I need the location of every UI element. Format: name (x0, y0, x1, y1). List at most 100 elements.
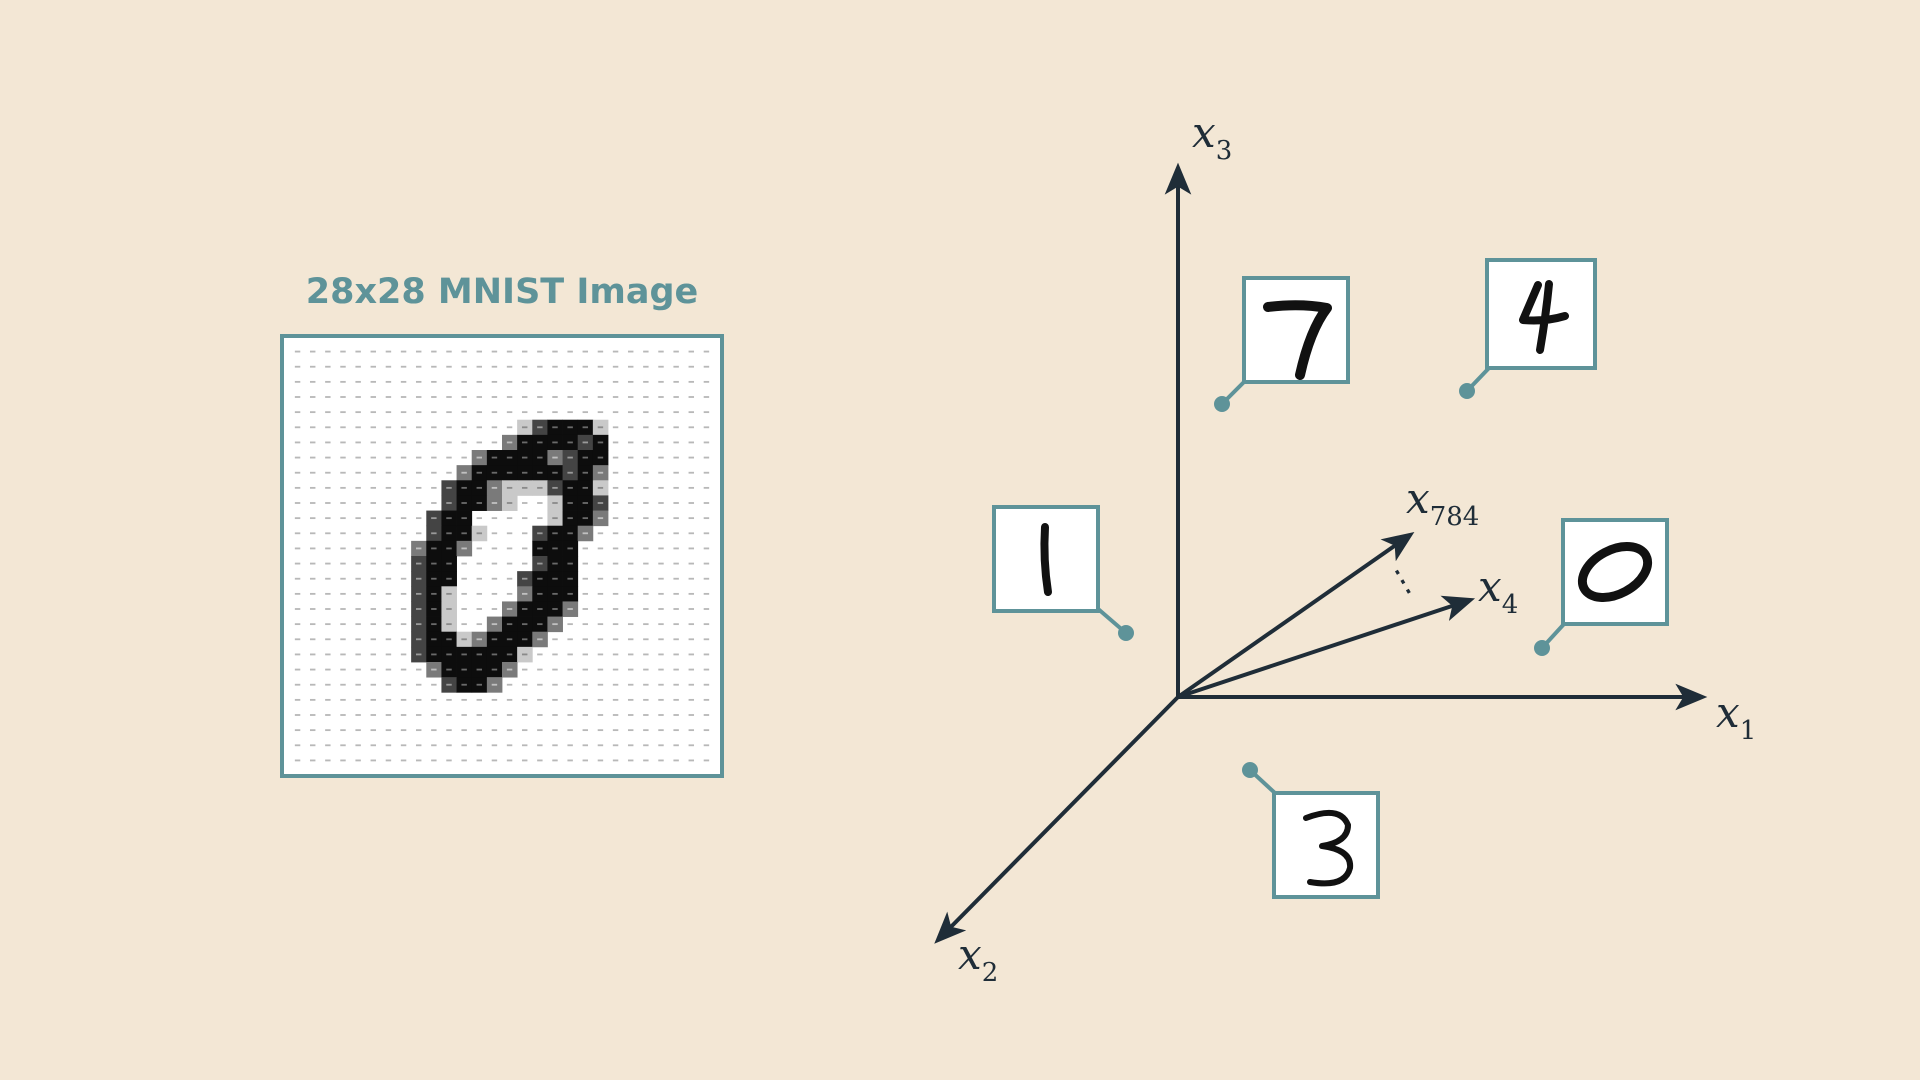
pixel-value-mark (431, 714, 437, 716)
pixel-value-mark (627, 608, 634, 610)
pixel-value-mark (703, 759, 710, 762)
pixel-value-mark (446, 668, 452, 671)
pixel-value-mark (658, 714, 664, 716)
pixel-value-mark (340, 365, 346, 368)
pixel-value-mark (385, 698, 392, 701)
pixel-value-mark (537, 486, 543, 489)
pixel-value-mark (446, 638, 452, 641)
pixel-value-mark (597, 744, 604, 747)
pixel-value-mark (537, 759, 543, 762)
pixel-value-mark (415, 623, 422, 626)
pixel-value-mark (476, 623, 483, 626)
pixel-value-mark (370, 714, 377, 716)
pixel-value-mark (325, 668, 331, 671)
pixel-value-mark (491, 411, 498, 414)
pixel-value-mark (658, 380, 664, 383)
pixel-value-mark (294, 396, 301, 398)
pixel-value-mark (673, 759, 679, 762)
pixel-value-mark (355, 456, 361, 459)
pixel-value-mark (643, 547, 649, 550)
pixel-value-mark (552, 623, 558, 626)
pixel-value-mark (370, 517, 377, 520)
pixel-value-mark (612, 441, 619, 444)
pixel-value-mark (325, 456, 331, 459)
pixel-value-mark (643, 502, 649, 504)
pixel-value-mark (627, 623, 634, 626)
pixel-value-mark (643, 365, 649, 368)
pixel-value-mark (325, 653, 331, 656)
pixel-value-mark (355, 714, 361, 716)
pixel-value-mark (643, 532, 649, 535)
pixel-value-mark (552, 547, 558, 550)
pixel-value-mark (567, 577, 573, 580)
pixel-value-mark (431, 396, 437, 398)
pixel-value-mark (370, 592, 377, 595)
pixel-value-mark (415, 486, 422, 489)
pixel-value-mark (506, 623, 513, 626)
pixel-value-mark (643, 441, 649, 444)
pixel-value-mark (627, 350, 634, 353)
pixel-value-mark (355, 759, 361, 762)
pixel-value-mark (325, 502, 331, 504)
pixel-value-mark (597, 683, 604, 686)
pixel-value-mark (521, 608, 528, 610)
pixel-value-mark (597, 729, 604, 732)
pixel-value-mark (688, 698, 695, 701)
pixel-value-mark (309, 623, 316, 626)
pixel-value-mark (627, 714, 634, 716)
mnist-pixel-grid (280, 334, 724, 778)
pixel-value-mark (400, 532, 407, 535)
pixel-value-mark (415, 517, 422, 520)
pixel-value-mark (446, 744, 452, 747)
pixel-value-mark (461, 744, 467, 747)
pixel-value-mark (537, 411, 543, 414)
pixel-value-mark (612, 365, 619, 368)
pixel-value-mark (582, 608, 589, 610)
pixel-value-mark (597, 532, 604, 535)
pixel-value-mark (703, 380, 710, 383)
pixel-value-mark (537, 471, 543, 474)
pixel-value-mark (612, 653, 619, 656)
pixel-value-mark (309, 653, 316, 656)
pixel-value-mark (415, 562, 422, 565)
digit-sample-0 (1534, 518, 1669, 656)
pixel-value-mark (325, 638, 331, 641)
pixel-value-mark (673, 547, 679, 550)
pixel-value-mark (552, 380, 558, 383)
pixel-value-mark (340, 668, 346, 671)
pixel-value-mark (491, 517, 498, 520)
pixel-value-mark (673, 668, 679, 671)
pixel-value-mark (370, 456, 377, 459)
pixel-value-mark (415, 396, 422, 398)
pixel-value-mark (703, 426, 710, 429)
pixel-value-mark (476, 380, 483, 383)
pixel-value-mark (521, 365, 528, 368)
pixel-value-mark (627, 562, 634, 565)
pixel-value-mark (688, 502, 695, 504)
pixel-value-mark (597, 517, 604, 520)
pixel-value-mark (491, 426, 498, 429)
pixel-value-mark (400, 744, 407, 747)
pixel-value-mark (491, 577, 498, 580)
pixel-value-mark (658, 502, 664, 504)
pixel-value-mark (688, 456, 695, 459)
pixel-value-mark (582, 365, 589, 368)
pixel-value-mark (673, 714, 679, 716)
pixel-value-mark (355, 486, 361, 489)
axis-label-x784: x784 (1406, 478, 1479, 531)
pixel-value-mark (309, 638, 316, 641)
pixel-value-mark (355, 562, 361, 565)
pixel-value-mark (415, 608, 422, 610)
pixel-value-mark (355, 532, 361, 535)
pixel-value-mark (688, 668, 695, 671)
pixel-value-mark (612, 759, 619, 762)
pixel-value-mark (446, 486, 452, 489)
pixel-value-mark (340, 396, 346, 398)
axis-label-x1: x1 (1716, 692, 1756, 745)
pixel-value-mark (415, 683, 422, 686)
pixel-value-mark (476, 638, 483, 641)
pixel-value-mark (294, 532, 301, 535)
pixel-value-mark (627, 729, 634, 732)
pixel-value-mark (537, 562, 543, 565)
pixel-value-mark (370, 683, 377, 686)
